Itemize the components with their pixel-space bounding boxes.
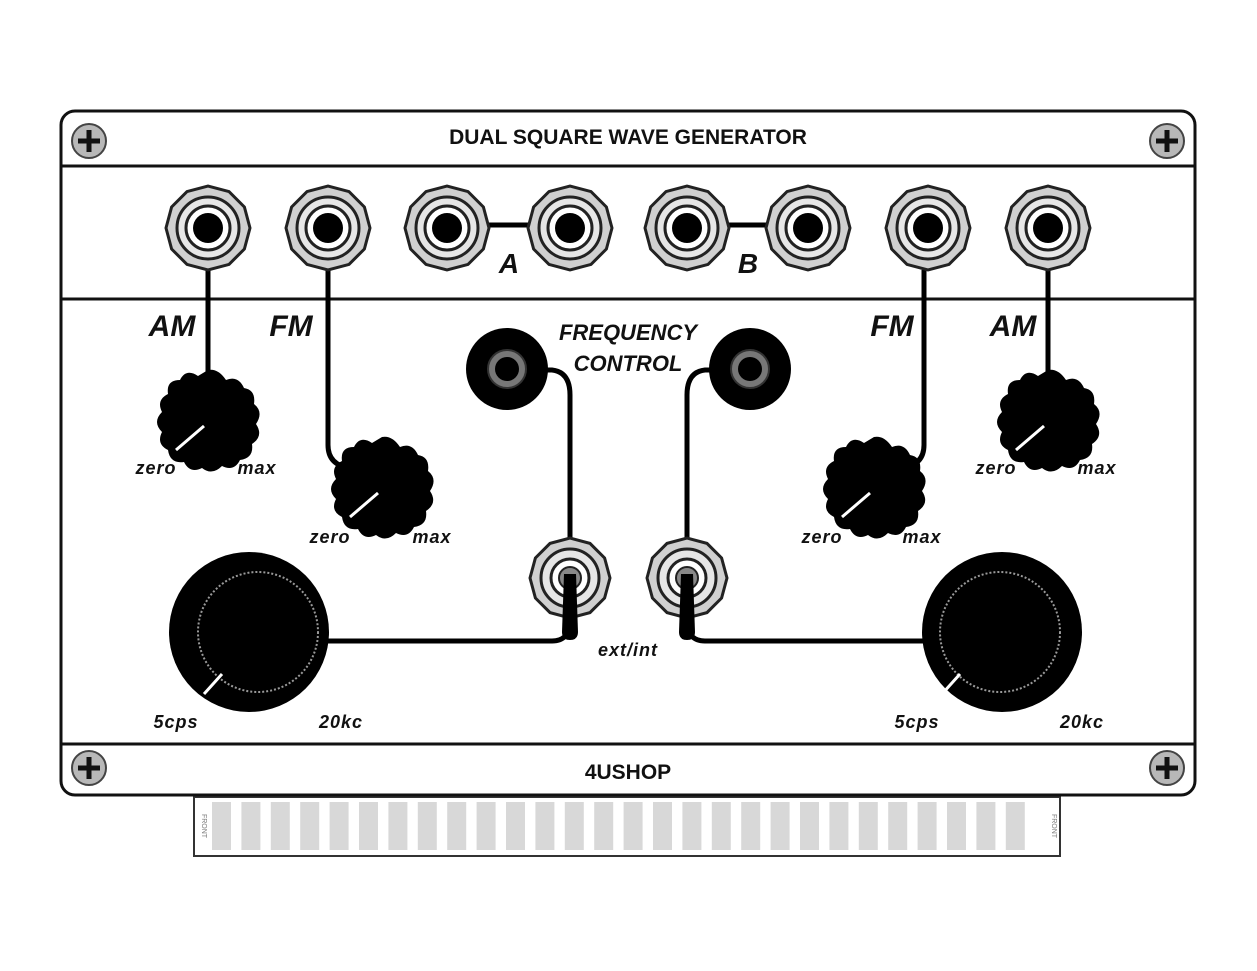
fm-input-jack-right[interactable] <box>884 184 972 272</box>
fm-right-zero-label: zero <box>800 527 842 547</box>
connector-finger <box>241 802 261 850</box>
fm-depth-knob-left[interactable] <box>331 436 434 539</box>
connector-finger <box>623 802 643 850</box>
screw-icon <box>1149 123 1185 159</box>
connector-finger <box>888 802 908 850</box>
fm-label-left: FM <box>269 310 313 343</box>
freq-right-low-label: 5cps <box>894 712 939 732</box>
connector-finger <box>300 802 320 850</box>
edge-label-right: FRONT <box>1050 814 1057 839</box>
connector-finger <box>711 802 731 850</box>
panel-outline <box>59 109 1197 797</box>
connector-finger <box>564 802 584 850</box>
connector-finger <box>682 802 702 850</box>
screw-icon <box>71 750 107 786</box>
fm-input-jack-left[interactable] <box>284 184 372 272</box>
fm-right-max-label: max <box>902 527 941 547</box>
ext-int-label: ext/int <box>598 640 658 660</box>
panel-title: DUAL SQUARE WAVE GENERATOR <box>449 126 807 149</box>
freq-left-low-label: 5cps <box>153 712 198 732</box>
fm-label-right: FM <box>870 310 914 343</box>
ext-int-toggle-right[interactable] <box>645 536 729 640</box>
output-group-b-label: B <box>738 248 758 279</box>
connector-finger <box>653 802 672 850</box>
frequency-knob-left[interactable] <box>169 552 329 712</box>
connector-finger <box>506 802 525 850</box>
am-label-right: AM <box>989 310 1038 343</box>
connector-finger <box>741 802 761 850</box>
connector-finger <box>976 802 996 850</box>
am-left-zero-label: zero <box>134 458 176 478</box>
output-jack-b2[interactable] <box>764 184 852 272</box>
connector-finger <box>770 802 790 850</box>
am-depth-knob-left[interactable] <box>157 369 260 472</box>
connector-finger <box>947 802 966 850</box>
connector-finger <box>212 802 231 850</box>
am-right-max-label: max <box>1077 458 1116 478</box>
fm-left-max-label: max <box>412 527 451 547</box>
freq-right-high-label: 20kc <box>1059 712 1104 732</box>
am-input-jack-left[interactable] <box>164 184 252 272</box>
am-input-jack-right[interactable] <box>1004 184 1092 272</box>
connector-finger <box>329 802 349 850</box>
connector-finger <box>535 802 555 850</box>
connector-finger <box>858 802 878 850</box>
am-depth-knob-right[interactable] <box>997 369 1100 472</box>
connector-finger <box>829 802 849 850</box>
frequency-control-jack-right[interactable] <box>709 328 791 410</box>
connector-finger <box>359 802 378 850</box>
output-jack-a2[interactable] <box>526 184 614 272</box>
panel-footer: 4USHOP <box>585 761 671 784</box>
frequency-control-jack-left[interactable] <box>466 328 548 410</box>
connector-finger <box>800 802 819 850</box>
edge-label-left: FRONT <box>200 814 207 839</box>
fm-left-zero-label: zero <box>308 527 350 547</box>
screw-icon <box>1149 750 1185 786</box>
connector-finger <box>594 802 614 850</box>
output-jack-a1[interactable] <box>403 184 491 272</box>
fm-depth-knob-right[interactable] <box>823 436 926 539</box>
am-right-zero-label: zero <box>974 458 1016 478</box>
connector-finger <box>917 802 937 850</box>
am-label-left: AM <box>148 310 197 343</box>
connector-finger <box>417 802 437 850</box>
output-jack-b1[interactable] <box>643 184 731 272</box>
ext-int-toggle-left[interactable] <box>528 536 612 640</box>
frequency-control-label-line1: FREQUENCY <box>559 320 699 345</box>
connector-finger <box>388 802 408 850</box>
edge-connector: FRONT FRONT <box>193 796 1061 857</box>
output-group-a-label: A <box>498 248 519 279</box>
connector-finger <box>1005 802 1025 850</box>
connector-finger <box>270 802 290 850</box>
connector-finger <box>447 802 467 850</box>
am-left-max-label: max <box>237 458 276 478</box>
freq-left-high-label: 20kc <box>318 712 363 732</box>
screw-icon <box>71 123 107 159</box>
frequency-knob-right[interactable] <box>922 552 1082 712</box>
connector-finger <box>476 802 496 850</box>
frequency-control-label-line2: CONTROL <box>574 351 683 376</box>
